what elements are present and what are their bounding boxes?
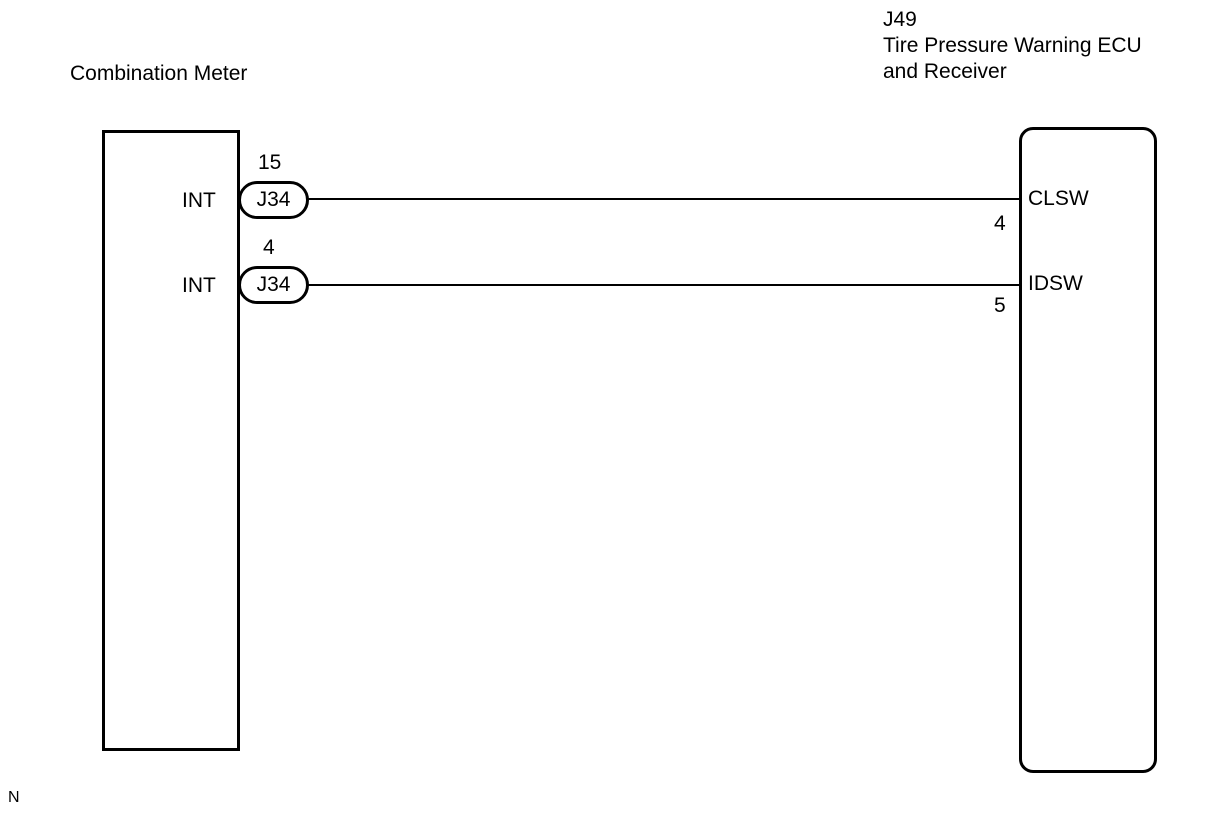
ecu-connector-id: J49 xyxy=(883,8,917,31)
combination-meter-title: Combination Meter xyxy=(70,62,248,85)
left-pin-label-1: INT xyxy=(182,189,216,212)
connector-j34-terminal-1: J34 xyxy=(238,181,309,219)
combination-meter-box xyxy=(102,130,240,751)
wire-int-idsw xyxy=(306,284,1020,286)
right-pin-number-2: 5 xyxy=(994,294,1006,317)
left-pin-number-2: 4 xyxy=(263,236,275,259)
left-pin-number-1: 15 xyxy=(258,151,282,174)
left-pin-label-2: INT xyxy=(182,274,216,297)
ecu-title-line2: and Receiver xyxy=(883,60,1007,83)
right-pin-label-1: CLSW xyxy=(1028,187,1089,210)
wire-int-clsw xyxy=(306,198,1020,200)
ecu-box xyxy=(1019,127,1157,773)
right-pin-label-2: IDSW xyxy=(1028,272,1083,295)
corner-mark: N xyxy=(8,789,20,806)
ecu-title-line1: Tire Pressure Warning ECU xyxy=(883,34,1142,57)
connector-j34-terminal-2: J34 xyxy=(238,266,309,304)
right-pin-number-1: 4 xyxy=(994,212,1006,235)
